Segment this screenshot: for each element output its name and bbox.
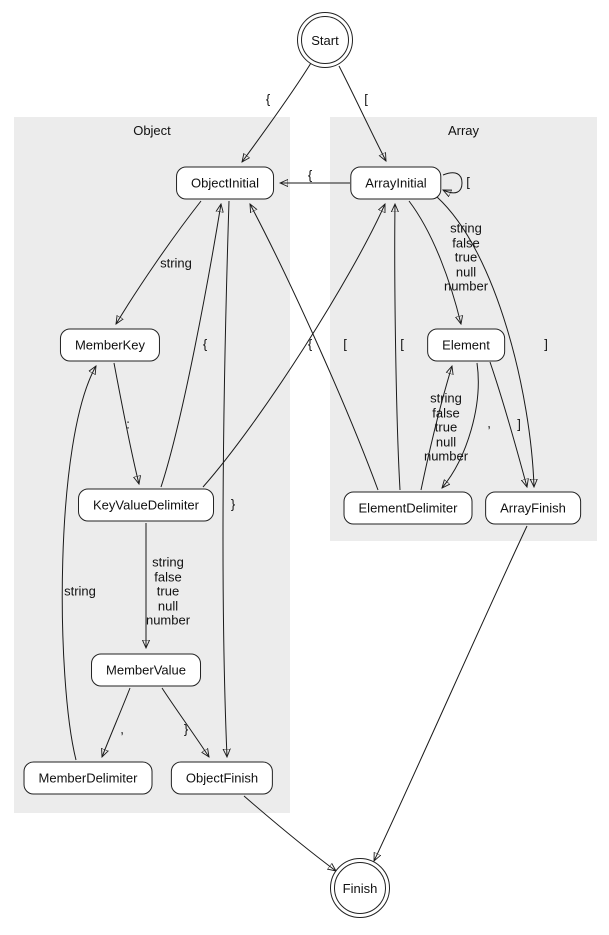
node-elementdelimiter: ElementDelimiter	[343, 491, 473, 525]
cluster-object-label: Object	[133, 123, 171, 138]
edge-label-arrayinitial-self: [	[466, 174, 470, 190]
edge-label-elementdelimiter-arrayinitial: [	[400, 336, 404, 352]
edge-label-objectinitial-objectfinish: }	[230, 496, 236, 512]
edge-arrayfinish-finish	[374, 525, 528, 861]
edge-label-start-arrayinitial: [	[364, 91, 368, 107]
edge-label-arrayinitial-element: string false true null number	[443, 220, 489, 294]
cluster-array-label: Array	[447, 123, 480, 138]
edge-label-memberdelimiter-memberkey: string	[64, 583, 96, 599]
edge-label-elementdelimiter-objectinitial: {	[307, 336, 313, 352]
edge-label-membervalue-objectfinish: }	[183, 721, 189, 737]
node-arrayfinish: ArrayFinish	[485, 491, 581, 525]
node-membervalue: MemberValue	[91, 653, 201, 687]
edge-label-memberkey-keyvaluedelimiter: :	[126, 416, 130, 432]
edge-label-elementdelimiter-element: string false true null number	[423, 390, 469, 464]
node-objectfinish: ObjectFinish	[170, 761, 274, 795]
node-objectinitial: ObjectInitial	[176, 166, 274, 200]
edge-label-arrayinitial-objectinitial: {	[307, 167, 313, 183]
edge-label-start-objectinitial: {	[265, 91, 271, 107]
node-finish: Finish	[330, 858, 390, 918]
node-element: Element	[427, 328, 505, 362]
node-memberdelimiter: MemberDelimiter	[23, 761, 153, 795]
node-start: Start	[297, 12, 353, 68]
node-keyvaluedelimiter: KeyValueDelimiter	[78, 488, 214, 522]
edge-label-membervalue-memberdelimiter: ,	[120, 721, 124, 737]
edge-label-element-elementdelimiter: ,	[487, 415, 491, 431]
node-memberkey: MemberKey	[59, 328, 161, 362]
edge-label-element-arrayfinish: ]	[517, 416, 521, 432]
edge-label-keyvaluedelimiter-membervalue: string false true null number	[145, 554, 191, 628]
edge-label-keyvaluedelimiter-objectinitial: {	[202, 336, 208, 352]
cluster-object: Object	[14, 117, 290, 813]
node-arrayinitial: ArrayInitial	[350, 166, 442, 200]
edge-label-objectinitial-memberkey: string	[160, 255, 192, 271]
edge-label-arrayinitial-arrayfinish: ]	[544, 336, 548, 352]
edge-label-keyvaluedelimiter-arrayinitial: [	[343, 336, 347, 352]
